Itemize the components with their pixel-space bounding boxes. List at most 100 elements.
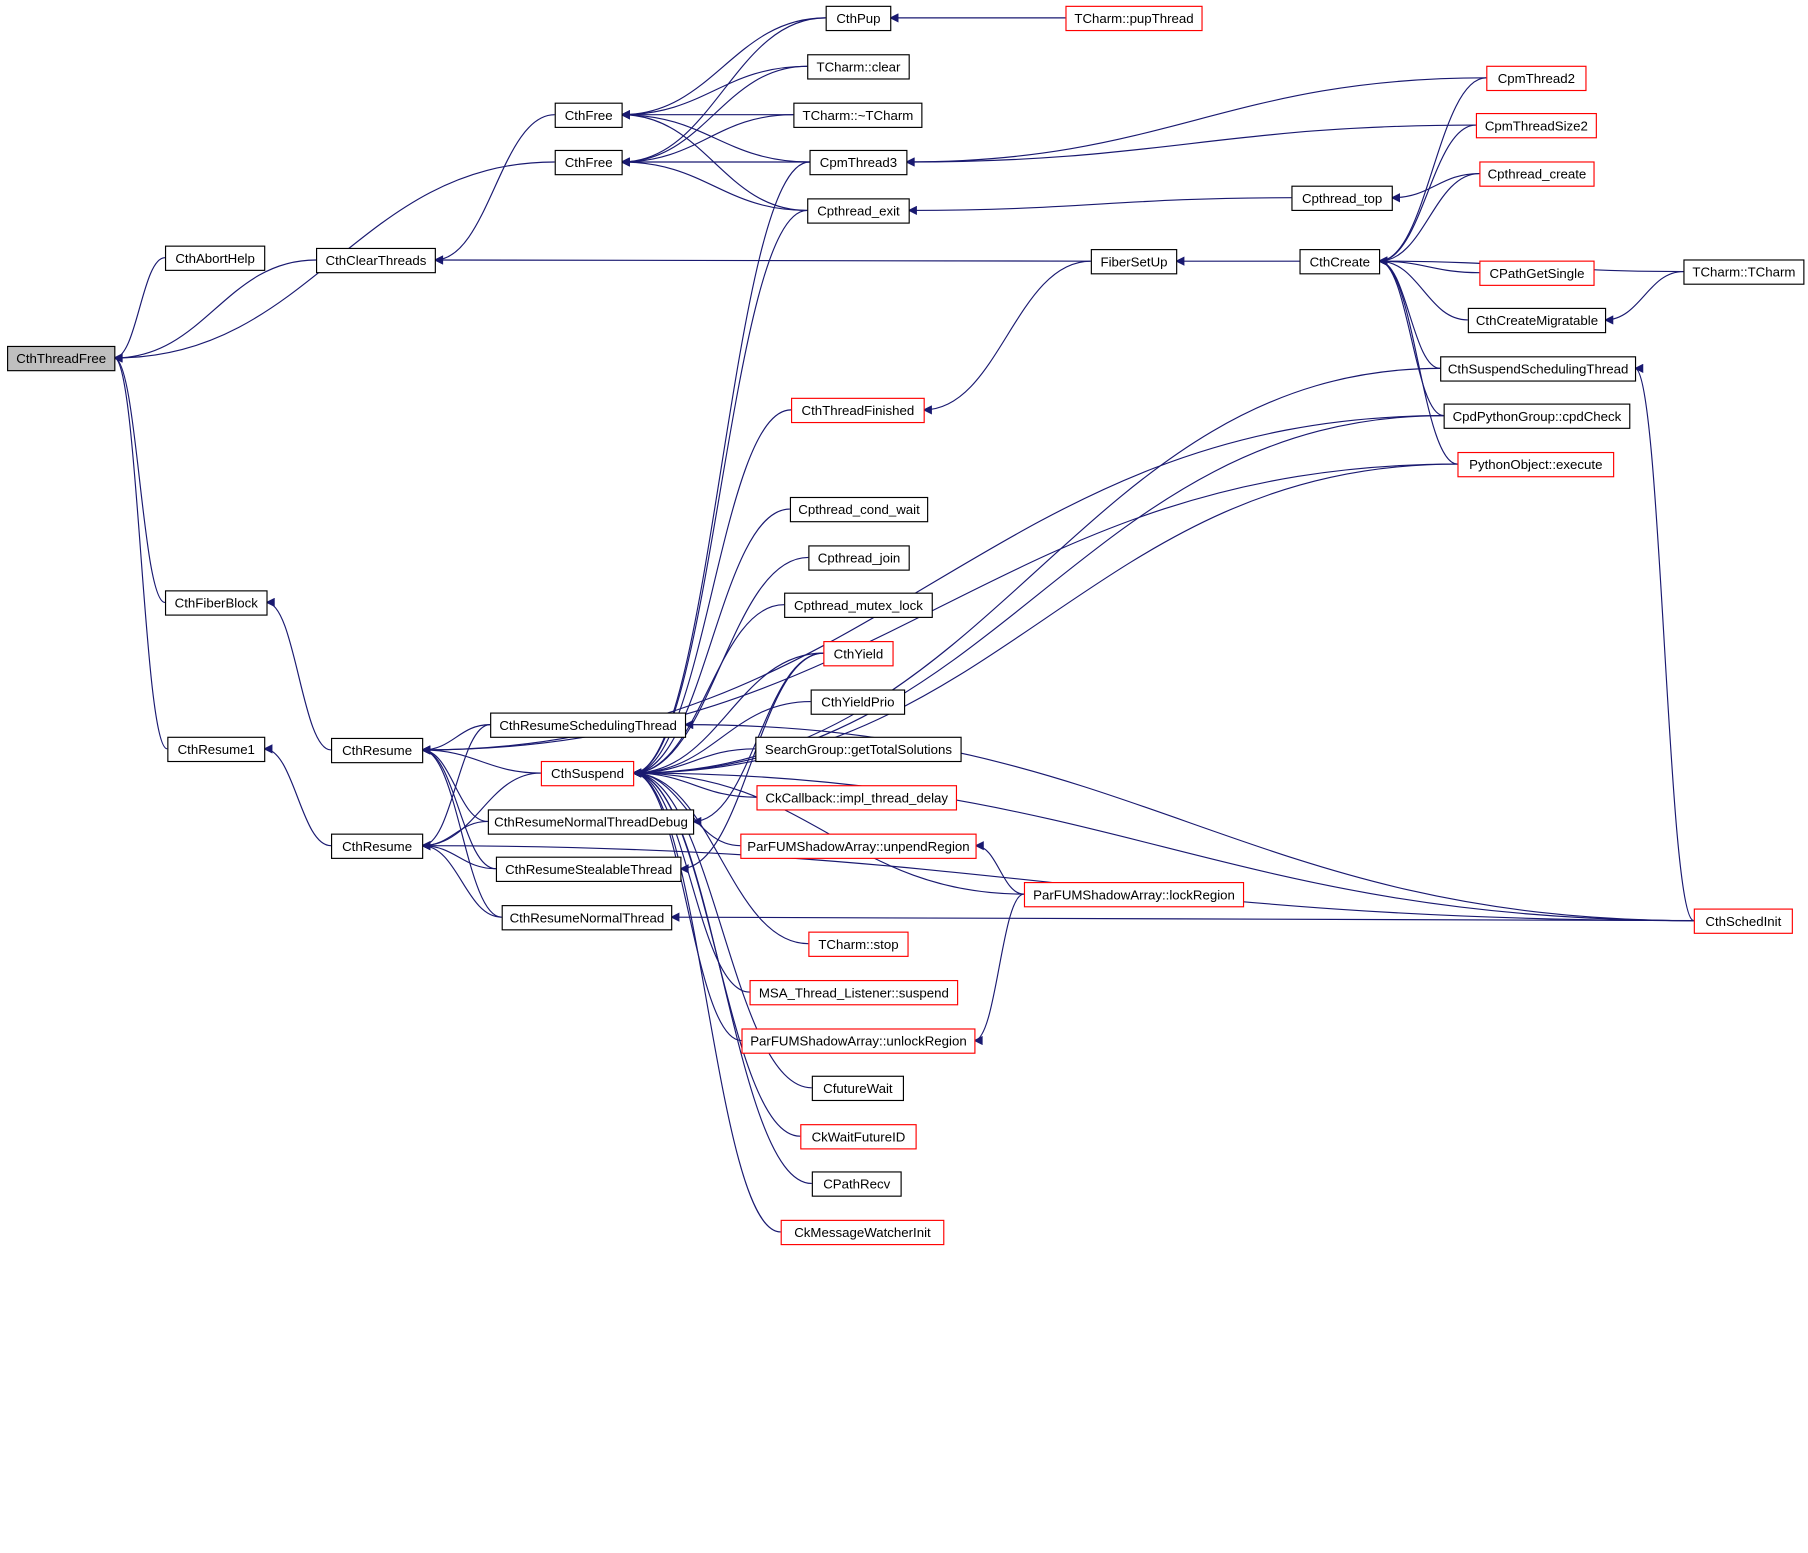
root-node-cth-thread-free[interactable]: CthThreadFree [7,345,116,372]
node-box[interactable] [487,809,695,835]
node-box[interactable] [800,1124,917,1150]
node-box[interactable] [1090,249,1178,275]
node-cpthread-exit[interactable]: Cpthread_exit [807,198,910,224]
node-box[interactable] [1693,908,1793,934]
node-par-fum-shadow-array-unlock-region[interactable]: ParFUMShadowArray::unlockRegion [741,1028,976,1054]
node-box[interactable] [756,785,958,811]
node-box[interactable] [164,245,266,271]
node-box[interactable] [1291,185,1393,211]
node-box[interactable] [825,5,892,32]
node-box[interactable] [490,712,687,738]
node-cpthread-cond-wait[interactable]: Cpthread_cond_wait [789,496,929,523]
node-c-path-get-single[interactable]: CPathGetSingle [1479,260,1595,286]
node-t-charm-t-charm[interactable]: TCharm::TCharm [1683,259,1805,285]
node-box[interactable] [810,689,906,715]
node-box[interactable] [749,979,959,1006]
node-box[interactable] [807,54,910,80]
node-cpthread-create[interactable]: Cpthread_create [1479,161,1595,187]
node-cpm-thread3[interactable]: CpmThread3 [809,149,908,176]
node-box[interactable] [330,737,424,764]
node-box[interactable] [740,833,977,859]
node-cth-resume-scheduling-thread[interactable]: CthResumeSchedulingThread [490,712,687,738]
node-msa-thread-listener-suspend[interactable]: MSA_Thread_Listener::suspend [749,979,959,1006]
node-box[interactable] [554,102,623,128]
node-cth-free[interactable]: CthFree [554,102,623,128]
node-box[interactable] [316,247,436,274]
node-box[interactable] [784,592,933,618]
node-t-charm-stop[interactable]: TCharm::stop [808,931,909,957]
node-cpm-thread2[interactable]: CpmThread2 [1486,65,1587,92]
node-cth-create-migratable[interactable]: CthCreateMigratable [1467,307,1607,334]
node-cth-resume[interactable]: CthResume [330,833,424,859]
node-cth-create[interactable]: CthCreate [1299,249,1381,275]
node-cpd-python-group-cpd-check[interactable]: CpdPythonGroup::cpdCheck [1443,403,1631,429]
node-cth-suspend[interactable]: CthSuspend [540,760,635,787]
node-box[interactable] [807,198,910,224]
node-cth-yield-prio[interactable]: CthYieldPrio [810,689,906,715]
node-cth-pup[interactable]: CthPup [825,5,892,32]
node-box[interactable] [823,641,894,667]
node-cth-resume-stealable-thread[interactable]: CthResumeStealableThread [495,856,682,882]
node-box[interactable] [1457,451,1615,478]
node-par-fum-shadow-array-unpend-region[interactable]: ParFUMShadowArray::unpendRegion [740,833,977,859]
node-cth-thread-finished[interactable]: CthThreadFinished [791,397,925,424]
node-cth-abort-help[interactable]: CthAbortHelp [164,245,266,271]
node-cth-resume-normal-thread-debug[interactable]: CthResumeNormalThreadDebug [487,809,695,835]
node-box[interactable] [811,1075,904,1102]
node-box[interactable] [789,496,929,523]
node-c-path-recv[interactable]: CPathRecv [811,1171,902,1197]
node-box[interactable] [1467,307,1607,334]
node-box[interactable] [167,736,266,763]
node-box[interactable] [808,545,910,571]
node-box[interactable] [809,149,908,176]
node-box[interactable] [793,102,923,128]
node-box[interactable] [1475,112,1597,139]
node-box[interactable] [808,931,909,957]
node-cth-sched-init[interactable]: CthSchedInit [1693,908,1793,934]
node-t-charm-clear[interactable]: TCharm::clear [807,54,910,80]
node-box[interactable] [1479,161,1595,187]
node-box[interactable] [780,1219,945,1246]
node-fiber-set-up[interactable]: FiberSetUp [1090,249,1178,275]
node-par-fum-shadow-array-lock-region[interactable]: ParFUMShadowArray::lockRegion [1023,881,1245,908]
node-box[interactable] [741,1028,976,1054]
node-box[interactable] [811,1171,902,1197]
node-box[interactable] [1683,259,1805,285]
node-box[interactable] [540,760,635,787]
node-ck-callback-impl-thread-delay[interactable]: CkCallback::impl_thread_delay [756,785,958,811]
node-box[interactable] [1023,881,1245,908]
node-box[interactable] [554,149,623,176]
node-ck-wait-future-id[interactable]: CkWaitFutureID [800,1124,917,1150]
node-cth-yield[interactable]: CthYield [823,641,894,667]
node-box[interactable] [330,833,424,859]
node-cth-fiber-block[interactable]: CthFiberBlock [164,590,268,616]
node-cpthread-top[interactable]: Cpthread_top [1291,185,1393,211]
node-python-object-execute[interactable]: PythonObject::execute [1457,451,1615,478]
node-box[interactable] [7,345,116,372]
node-search-group-get-total-solutions[interactable]: SearchGroup::getTotalSolutions [755,736,962,763]
node-box[interactable] [501,905,673,931]
node-box[interactable] [1065,5,1203,32]
node-ck-message-watcher-init[interactable]: CkMessageWatcherInit [780,1219,945,1246]
node-cth-clear-threads[interactable]: CthClearThreads [316,247,436,274]
node-cth-resume1[interactable]: CthResume1 [167,736,266,763]
node-box[interactable] [1443,403,1631,429]
node-box[interactable] [791,397,925,424]
node-cth-resume[interactable]: CthResume [330,737,424,764]
node-box[interactable] [1440,356,1637,382]
node-cpm-thread-size2[interactable]: CpmThreadSize2 [1475,112,1597,139]
node-box[interactable] [1479,260,1595,286]
node-box[interactable] [495,856,682,882]
node-t-charm-pup-thread[interactable]: TCharm::pupThread [1065,5,1203,32]
node-box[interactable] [164,590,268,616]
node-cpthread-mutex-lock[interactable]: Cpthread_mutex_lock [784,592,933,618]
node-cth-suspend-scheduling-thread[interactable]: CthSuspendSchedulingThread [1440,356,1637,382]
node-box[interactable] [1299,249,1381,275]
node-cpthread-join[interactable]: Cpthread_join [808,545,910,571]
node-box[interactable] [755,736,962,763]
node-cth-resume-normal-thread[interactable]: CthResumeNormalThread [501,905,673,931]
node-cfuture-wait[interactable]: CfutureWait [811,1075,904,1102]
node-cth-free[interactable]: CthFree [554,149,623,176]
node-box[interactable] [1486,65,1587,92]
node-t-charm-dtor-t-charm[interactable]: TCharm::~TCharm [793,102,923,128]
